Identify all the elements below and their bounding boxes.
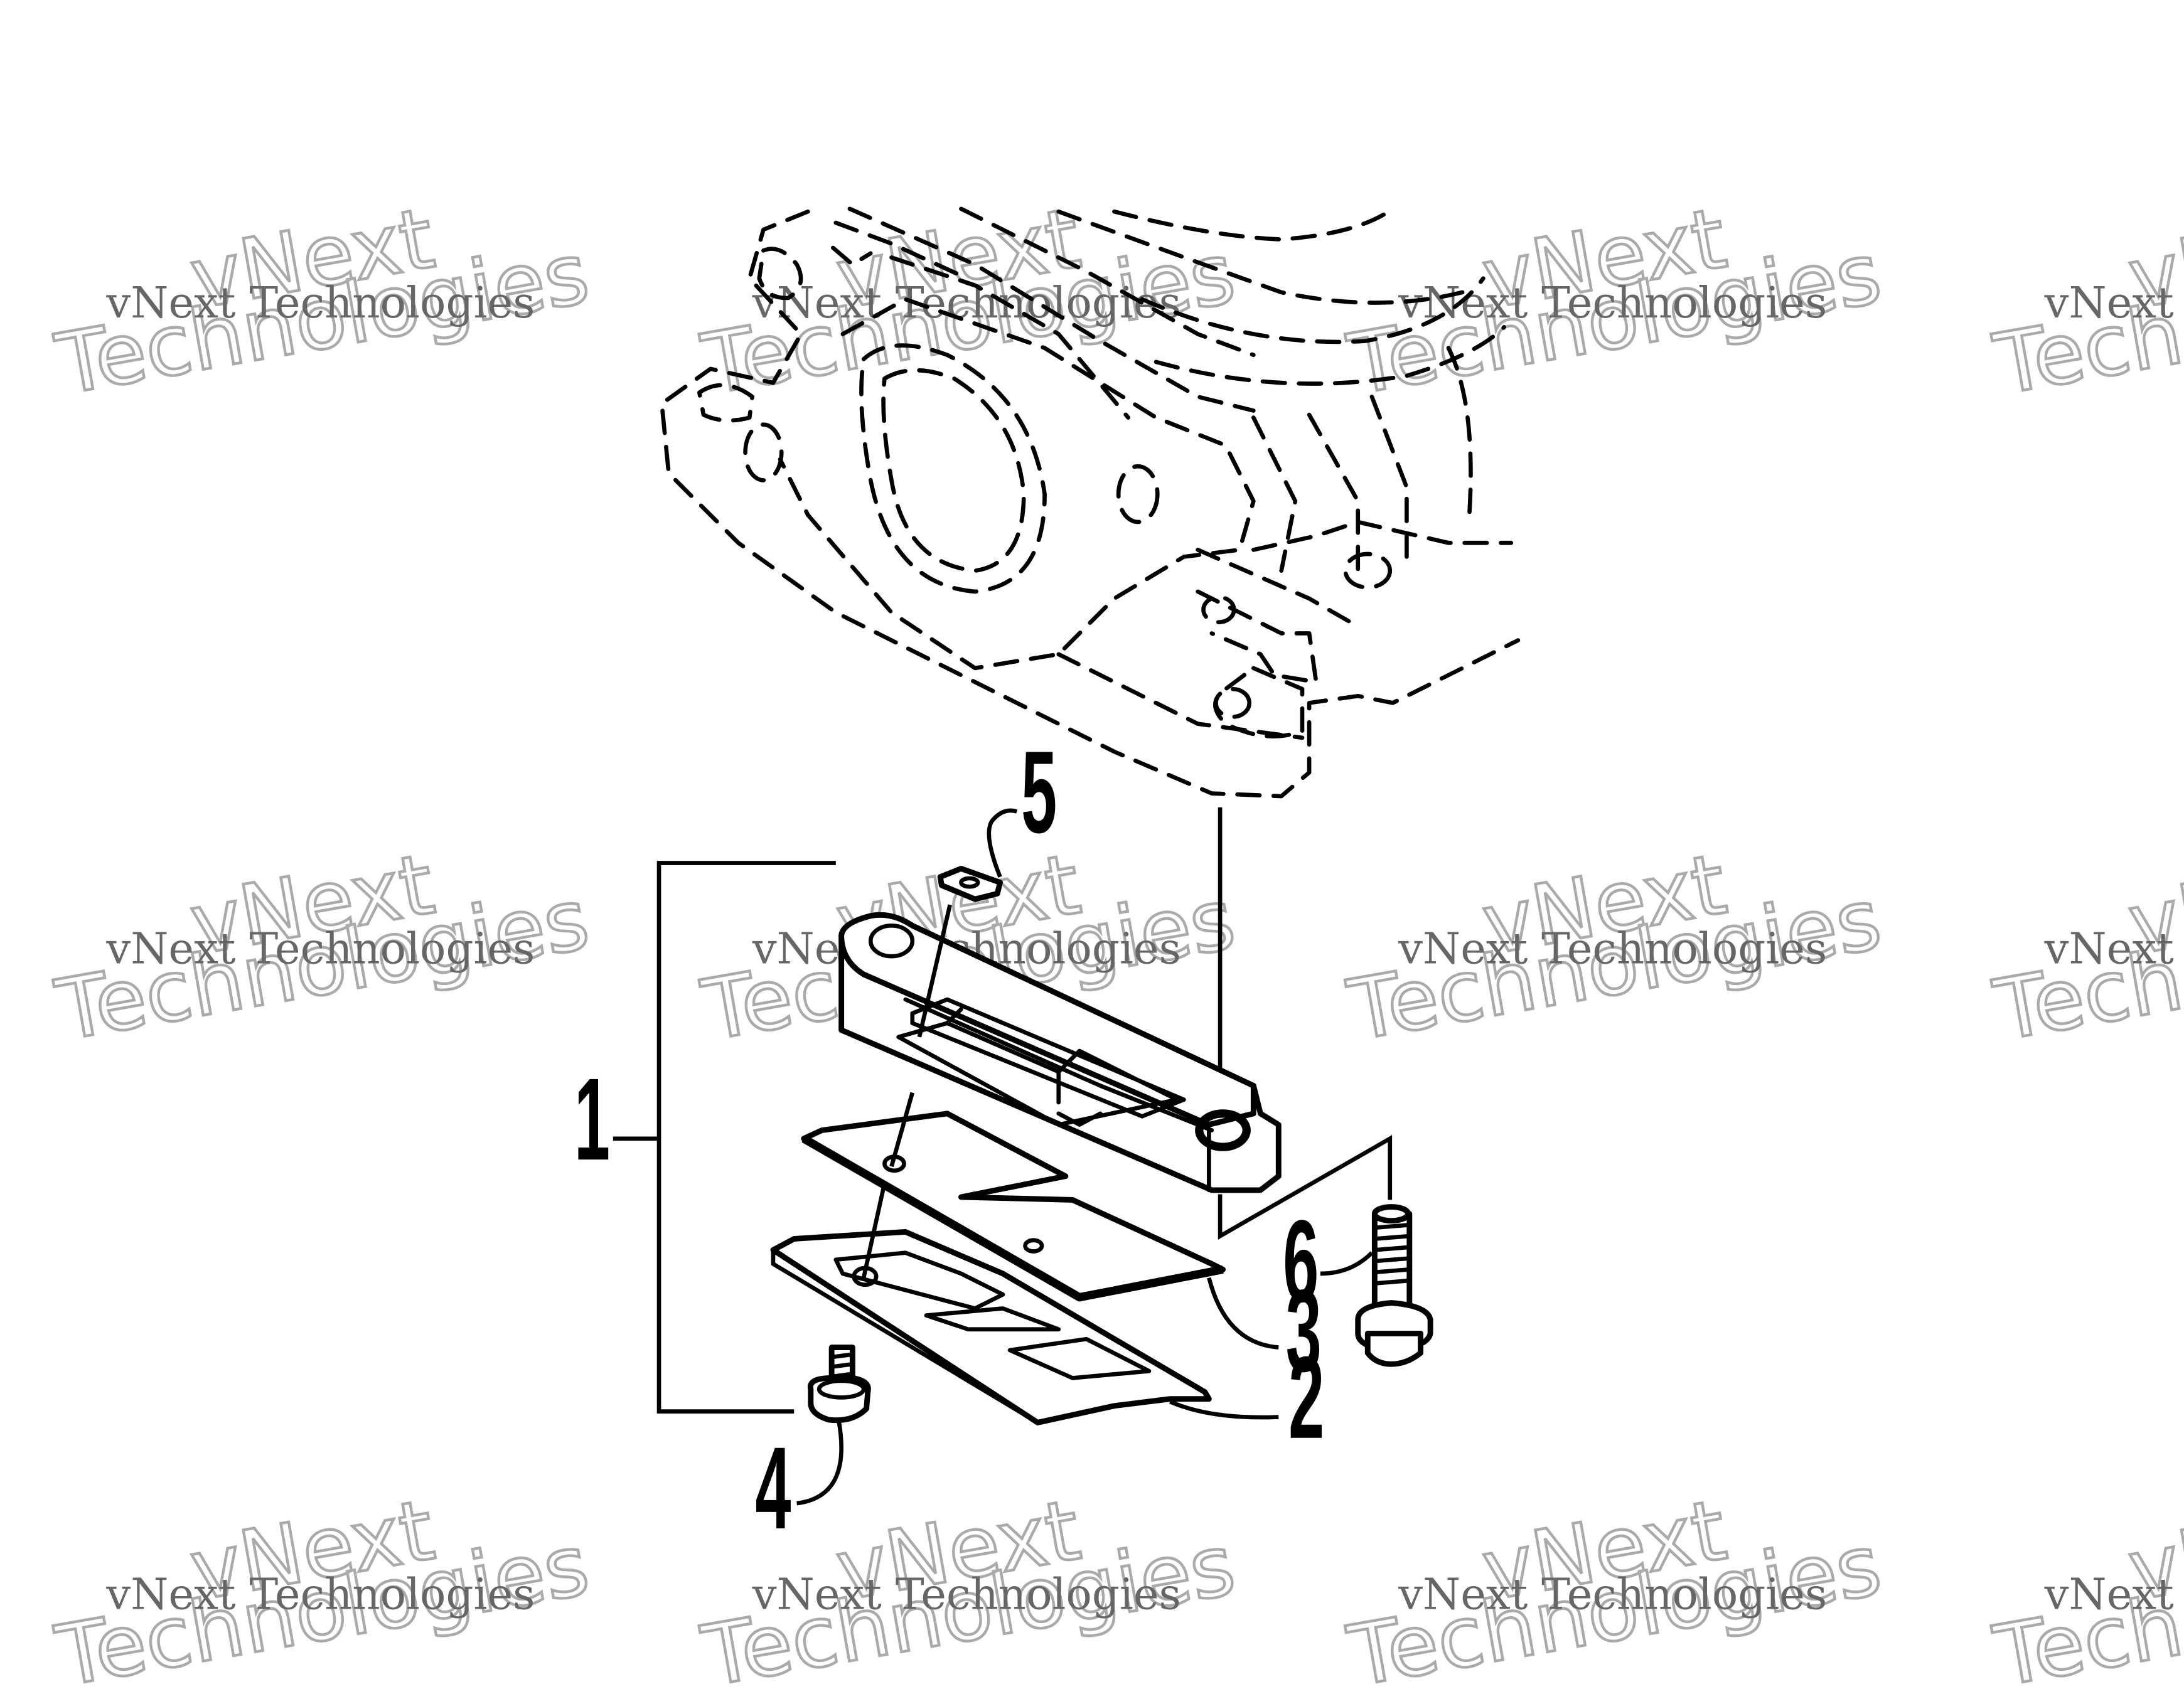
callout-5: 5 — [1021, 727, 1057, 857]
reed-stop-plate — [770, 1228, 1212, 1425]
alignment-line-nut — [917, 904, 952, 1038]
small-screw — [807, 1345, 871, 1424]
reed-valve-block — [838, 912, 1282, 1193]
callout-4: 4 — [755, 1422, 791, 1553]
watermark-line: vNext Technologies — [2044, 278, 2184, 328]
square-nut — [937, 865, 1004, 902]
watermark-line: vNext Technologies — [752, 1570, 1181, 1620]
leader-3 — [1207, 1277, 1279, 1350]
callout-1: 1 — [574, 1054, 610, 1185]
watermark-line: vNext Technologies — [1398, 924, 1827, 974]
watermark-line: vNext Technologies — [1398, 1570, 1827, 1620]
watermark-line: vNext Technologies — [752, 278, 1181, 328]
callout-3: 3 — [1286, 1265, 1322, 1396]
engine-outline-ghost — [660, 206, 1521, 799]
bolt-alignment-line — [1218, 1135, 1393, 1240]
callout-2: 2 — [1288, 1332, 1324, 1462]
watermark-line: vNext Technologies — [1398, 278, 1827, 328]
watermark-line: vNext Technologies — [2044, 924, 2184, 974]
alignment-line-petal — [889, 1092, 915, 1168]
leader-6 — [1320, 1251, 1374, 1276]
watermark-line: vNext Technologies — [105, 924, 535, 974]
alignment-line-plate — [861, 1183, 887, 1279]
leader-4 — [796, 1419, 843, 1506]
flange-bolt — [1355, 1204, 1433, 1367]
leader-5 — [987, 808, 1018, 878]
watermark-line: vNext Technologies — [2044, 1570, 2184, 1620]
leader-2 — [1169, 1400, 1279, 1420]
callout-6: 6 — [1283, 1196, 1319, 1326]
reed-petal — [801, 1111, 1226, 1302]
watermark-line: vNext Technologies — [105, 1570, 535, 1620]
watermark-line: vNext Technologies — [105, 278, 535, 328]
